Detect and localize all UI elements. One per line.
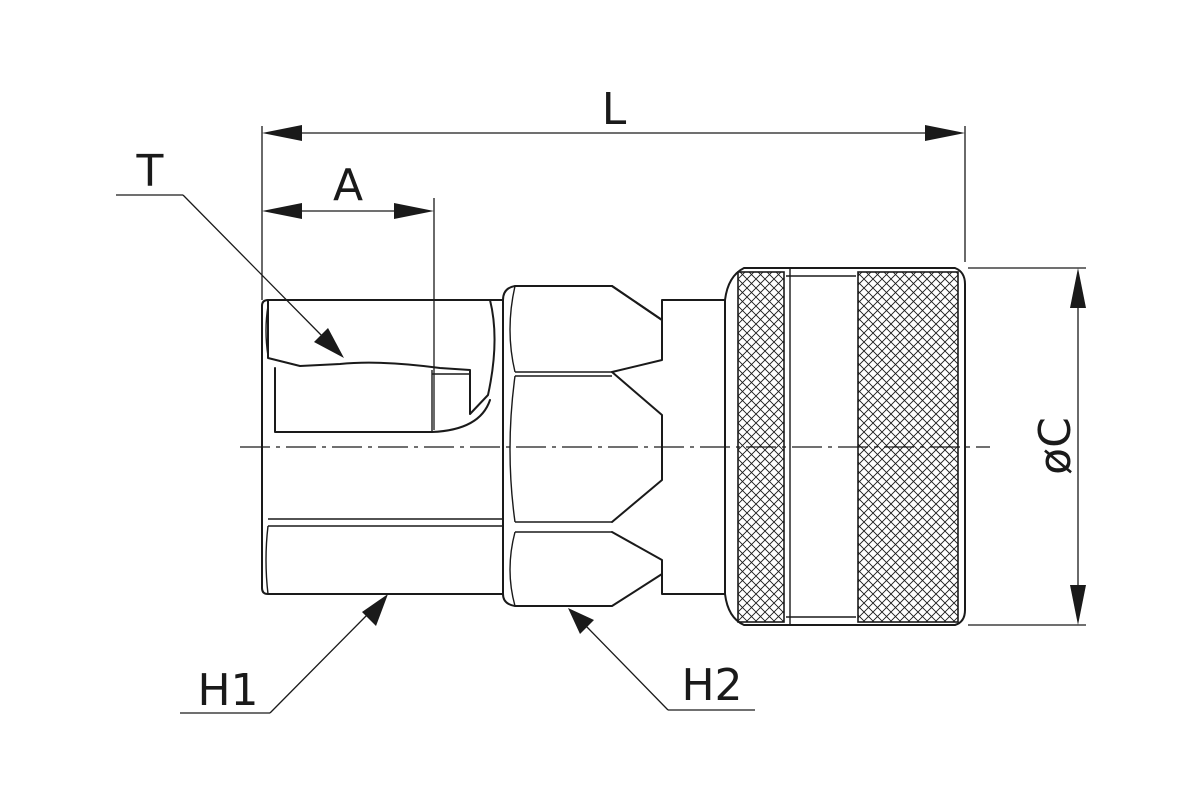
label-t: T <box>136 146 164 197</box>
label-l: L <box>602 84 627 135</box>
knurled-sleeve <box>724 267 966 626</box>
dimension-l <box>261 125 966 300</box>
dimension-diameter-c <box>968 267 1086 626</box>
knurl-band-right <box>857 271 959 623</box>
label-h2: H2 <box>681 660 742 711</box>
internal-bore <box>274 367 491 433</box>
label-diameter-c: øC <box>1030 417 1081 475</box>
leader-h1 <box>180 594 388 714</box>
hex-body-h2 <box>502 285 726 607</box>
thread-section-hatch <box>267 299 496 415</box>
knurl-band-left <box>737 271 785 623</box>
label-h1: H1 <box>197 665 258 716</box>
leader-h2 <box>568 608 755 711</box>
leader-t <box>116 194 344 358</box>
dimension-a <box>262 198 435 430</box>
label-a: A <box>333 160 363 211</box>
